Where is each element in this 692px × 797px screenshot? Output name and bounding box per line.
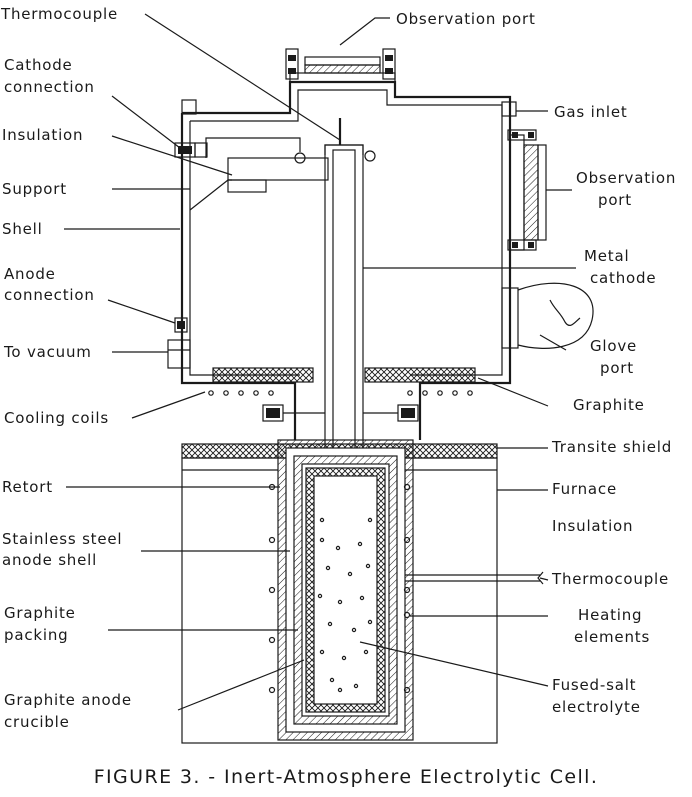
label-fused-salt-2: electrolyte [552,698,641,716]
figure-caption: FIGURE 3. - Inert-Atmosphere Electrolyti… [94,766,599,788]
cathode-connection [174,99,208,158]
anode-connection [174,317,188,333]
label-fused-salt-1: Fused-salt [552,676,636,694]
label-metal-cathode-1: Metal [584,247,629,265]
label-observation-port-right-1: Observation [576,169,676,187]
label-graphite-packing-1: Graphite [4,604,76,622]
observation-window-top [304,56,381,66]
gas-inlet-stub [501,101,517,117]
label-glove-port-1: Glove [590,337,637,355]
label-glove-port-2: port [600,359,634,377]
fused-salt-electrolyte [317,517,373,693]
lower-flange [262,404,419,422]
label-insulation-right: Insulation [552,517,633,535]
right-observation-port [507,129,547,251]
label-stainless-1: Stainless steel [2,530,122,548]
label-transite-shield: Transite shield [551,438,672,456]
label-metal-cathode-2: cathode [590,269,656,287]
graphite-anode-crucible [305,467,386,713]
label-heating-elements-1: Heating [578,606,642,624]
label-graphite-anode-2: crucible [4,713,70,731]
label-observation-port-right-2: port [598,191,632,209]
label-anode-connection-2: connection [4,286,95,304]
label-heating-elements-2: elements [574,628,650,646]
label-cathode-connection-2: connection [4,78,95,96]
label-retort: Retort [2,478,53,496]
label-gas-inlet: Gas inlet [554,103,628,121]
graphite-plate-right [364,367,476,383]
label-to-vacuum: To vacuum [3,343,92,361]
label-stainless-2: anode shell [2,551,97,569]
label-insulation-upper: Insulation [2,126,83,144]
label-observation-port-top: Observation port [396,10,536,28]
label-shell: Shell [2,220,43,238]
furnace-thermocouple [405,574,540,582]
cooling-coils [208,390,473,396]
label-cooling-coils: Cooling coils [4,409,109,427]
label-anode-connection-1: Anode [4,265,56,283]
leader-lines [64,13,576,711]
label-thermocouple-top: Thermocouple [0,5,118,23]
graphite-plate-left [212,367,314,383]
label-thermocouple-right: Thermocouple [551,570,669,588]
label-support: Support [2,180,67,198]
support-bracket [189,137,329,211]
label-cathode-connection-1: Cathode [4,56,73,74]
heating-elements [268,483,411,694]
label-graphite-packing-2: packing [4,626,68,644]
glove-port [501,282,594,349]
label-graphite-right: Graphite [573,396,645,414]
label-furnace: Furnace [552,480,617,498]
top-flange-bolts [285,48,396,80]
label-graphite-anode-1: Graphite anode [4,691,132,709]
vacuum-port [167,339,191,369]
